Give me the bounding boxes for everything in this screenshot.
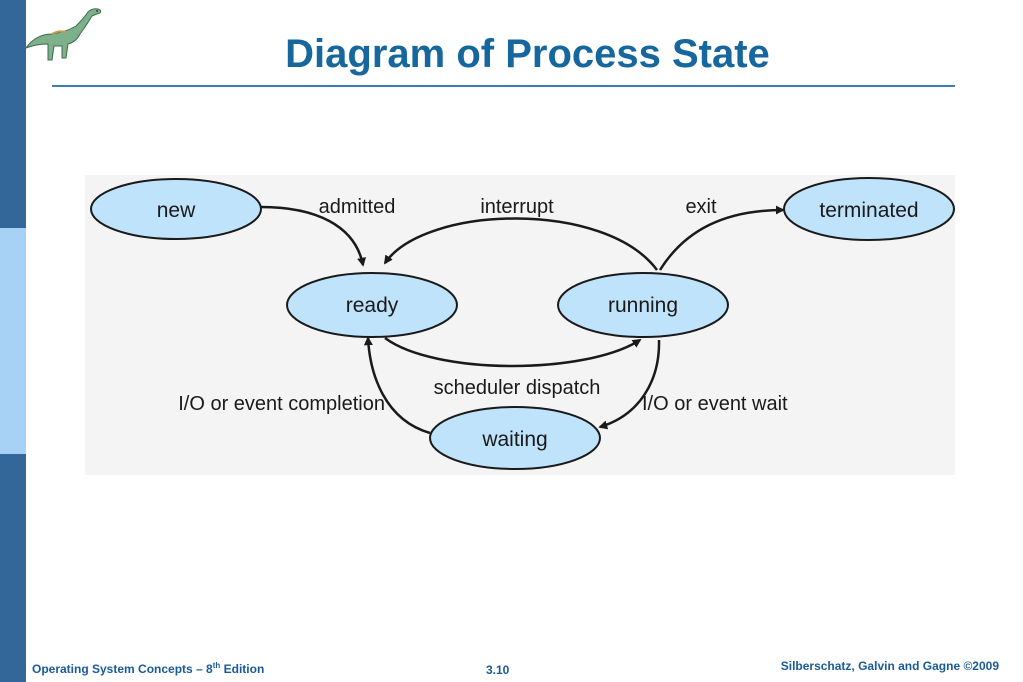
footer-book-sup: th [212,661,221,670]
state-waiting: waiting [429,406,601,470]
state-running: running [557,272,729,338]
label-io-event-wait: I/O or event wait [642,393,788,415]
footer-book-prefix: Operating System Concepts – 8 [32,662,213,676]
state-running-label: running [608,294,678,317]
label-scheduler-dispatch: scheduler dispatch [434,377,601,399]
state-ready: ready [286,272,458,338]
edge-interrupt [383,217,659,271]
label-io-event-completion: I/O or event completion [178,393,385,415]
label-admitted: admitted [319,196,396,218]
edge-admitted [260,205,366,267]
edge-io-event-wait [598,339,661,430]
footer-book-suffix: Edition [220,662,265,676]
footer-book-title: Operating System Concepts – 8th Edition [32,661,264,676]
state-ready-label: ready [346,294,399,317]
label-interrupt: interrupt [480,196,554,218]
page-title: Diagram of Process State [285,32,770,76]
sidebar-stripe-top [0,0,26,228]
state-waiting-label: waiting [481,428,547,451]
state-new: new [90,178,262,240]
edge-scheduler-dispatch [384,336,642,368]
sidebar-stripe-bottom [0,454,26,682]
edge-exit [658,205,785,271]
footer-page-number: 3.10 [486,663,510,677]
state-terminated: terminated [783,177,955,241]
process-state-diagram: new terminated ready running waiting adm… [85,175,955,475]
footer-copyright: Silberschatz, Galvin and Gagne ©2009 [780,659,999,673]
sidebar-stripe-middle [0,228,26,454]
title-divider [52,85,955,87]
state-new-label: new [157,199,196,222]
state-terminated-label: terminated [819,199,918,222]
dinosaur-logo-icon [24,8,102,61]
label-exit: exit [685,196,717,218]
edge-io-event-completion [363,336,431,435]
